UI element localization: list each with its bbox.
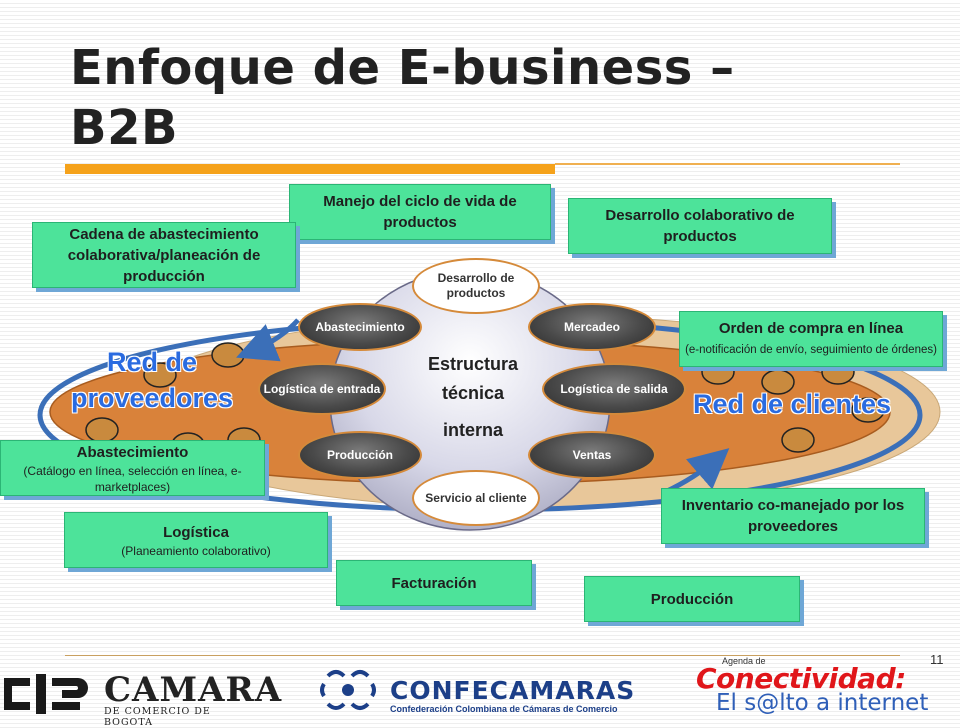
oval-ventas: Ventas (528, 431, 656, 479)
confecamaras-wordmark: CONFECAMARAS (390, 676, 636, 705)
box-cadena-abastecimiento: Cadena de abastecimiento colaborativa/pl… (32, 222, 296, 288)
box-logistica-sub: (Planeamiento colaborativo) (121, 543, 271, 558)
oval-desarrollo: Desarrollo de productos (412, 258, 540, 314)
client-node (761, 369, 795, 395)
core-label: Estructura técnica interna (408, 350, 538, 445)
confecamaras-logo: CONFECAMARAS Confederación Colombiana de… (318, 664, 634, 720)
supplier-network-label: Red de proveedores (70, 347, 234, 413)
page-number: 11 (930, 652, 944, 667)
box-abastecimiento-label: Abastecimiento (76, 443, 189, 461)
box-abastecimiento: Abastecimiento (Catálogo en línea, selec… (0, 440, 265, 496)
client-network-label: Red de clientes (692, 389, 892, 419)
box-inventario-label: Inventario co-manejado por los proveedor… (681, 497, 905, 535)
box-manejo-label: Manejo del ciclo de vida de productos (323, 193, 517, 231)
core-line-1: Estructura (427, 354, 519, 374)
box-produccion: Producción (584, 576, 800, 622)
oval-mercadeo: Mercadeo (528, 303, 656, 351)
arrow-to-suppliers (236, 318, 300, 362)
oval-servicio: Servicio al cliente (412, 470, 540, 526)
title-rule (555, 163, 900, 165)
agenda-small-text: Agenda de (722, 656, 766, 666)
core-line-2: técnica (441, 383, 505, 403)
agenda-main-text: Conectividad: (696, 662, 906, 695)
supplier-node (143, 362, 177, 388)
box-orden-compra: Orden de compra en línea (e-notificación… (679, 311, 943, 367)
oval-produccion: Producción (298, 431, 422, 479)
confecamaras-subtitle: Confederación Colombiana de Cámaras de C… (390, 704, 618, 714)
camara-emblem-icon (4, 674, 88, 714)
page-title: Enfoque de E-business – B2B (70, 40, 735, 156)
box-manejo-ciclo: Manejo del ciclo de vida de productos (289, 184, 551, 240)
supplier-node (85, 417, 119, 443)
box-inventario: Inventario co-manejado por los proveedor… (661, 488, 925, 544)
box-logistica-label: Logística (163, 523, 229, 541)
oval-logistica-entrada: Logística de entrada (258, 363, 386, 415)
box-facturacion: Facturación (336, 560, 532, 606)
agenda-tagline: El s@lto a internet (716, 690, 929, 716)
box-desarrollo-label: Desarrollo colaborativo de productos (605, 207, 795, 245)
camara-wordmark: CAMARA (104, 670, 283, 710)
camara-logo: CAMARA DE COMERCIO DE BOGOTA (0, 668, 281, 728)
box-cadena-label: Cadena de abastecimiento colaborativa/pl… (67, 225, 261, 285)
box-orden-label: Orden de compra en línea (718, 319, 904, 337)
confecamaras-emblem-icon (320, 670, 376, 710)
oval-logistica-salida: Logística de salida (542, 363, 686, 415)
title-underline (65, 164, 555, 174)
box-abastecimiento-sub: (Catálogo en línea, selección en línea, … (23, 463, 242, 494)
core-line-3: interna (442, 420, 503, 440)
camara-subtitle: DE COMERCIO DE BOGOTA (104, 706, 211, 728)
oval-abastecimiento: Abastecimiento (298, 303, 422, 351)
footer-rule (65, 655, 900, 656)
client-node (781, 427, 815, 453)
box-logistica: Logística (Planeamiento colaborativo) (64, 512, 328, 568)
box-desarrollo-colaborativo: Desarrollo colaborativo de productos (568, 198, 832, 254)
agenda-conectividad-logo: Agenda de Conectividad: El s@lto a inter… (690, 656, 930, 720)
box-produccion-label: Producción (650, 590, 734, 608)
box-orden-sub: (e-notificación de envío, seguimiento de… (685, 343, 937, 356)
client-node (851, 397, 885, 423)
box-facturacion-label: Facturación (391, 574, 477, 592)
